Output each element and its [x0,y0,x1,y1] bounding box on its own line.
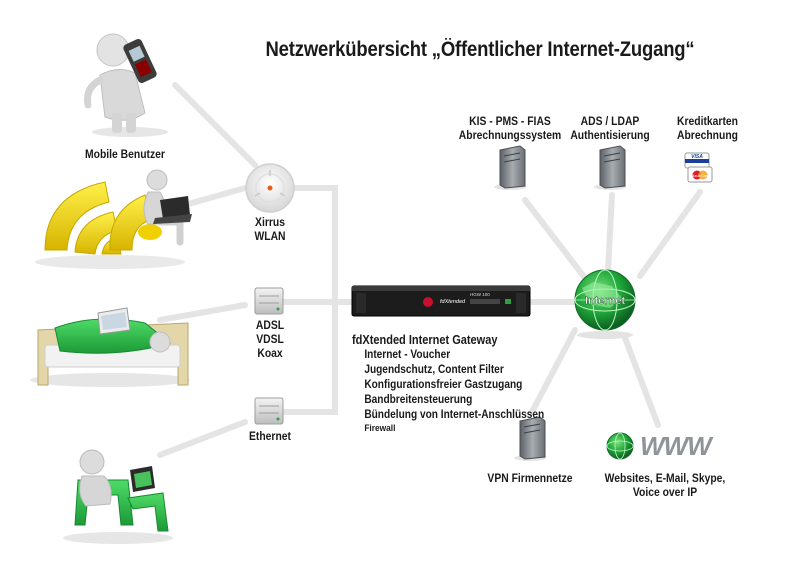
gateway-appliance-icon [351,285,531,317]
ethernet-label: Ethernet [249,431,291,443]
line-kis-to-internet [522,197,588,281]
gateway-feature: Bündelung von Internet-Anschlüssen [364,409,545,421]
wifi-laptop-user-icon [35,169,192,269]
mobile-user-icon [84,33,168,137]
ads-server-icon [594,145,626,190]
www-logo-text: WWW [640,431,714,461]
gateway-brand: fdXtended [440,299,466,305]
mobile-users-label: Mobile Benutzer [85,149,165,161]
internet-label: Internet [585,295,626,307]
desk-user-icon [63,449,173,544]
ethernet-switch-icon [254,397,284,425]
gateway-feature: Internet - Voucher [364,349,451,361]
line-ads-to-internet [605,192,615,273]
dsl-modem-icon [254,287,284,315]
connection-lines [157,82,703,458]
vpn-server-icon [514,416,546,461]
line-mobile-to-xirrus [172,82,258,168]
mastercard-logo-text: MasterCard [692,174,709,178]
visa-logo-text: VISA [691,154,703,160]
gateway-title: fdXtended Internet Gateway [352,333,498,347]
line-internet-to-vpn [529,327,578,415]
gateway-feature: Jugendschutz, Content Filter [364,364,504,376]
gateway-feature: Konfigurationsfreier Gastzugang [364,379,523,391]
line-kredit-to-internet [637,189,703,279]
line-bed-to-dsl [157,302,248,323]
page-title: Netzwerkübersicht „Öffentlicher Internet… [265,38,695,61]
vpn-label: VPN Firmennetze [487,473,573,485]
credit-card-icon [684,152,713,183]
line-user-to-ethernet [157,419,248,458]
gateway-description: fdXtended Internet Gateway Internet - Vo… [352,332,544,435]
kis-server-icon [494,145,526,190]
gateway-feature: Bandbreitensteuerung [364,394,473,406]
gateway-feature-list: Internet - Voucher Jugendschutz, Content… [352,348,544,435]
line-xirrus-to-bus [292,185,338,305]
xirrus-access-point-icon [245,163,295,213]
bed-user-icon [30,307,190,387]
line-internet-to-www [622,335,661,428]
line-laptop-to-xirrus [182,185,248,208]
gateway-model: HGW 100 [470,292,490,297]
www-logo-icon [606,432,634,460]
internet-globe-icon [574,269,636,339]
www-label: Websites, E-Mail, Skype,Voice over IP [604,473,726,499]
gateway-feature-firewall: Firewall [364,423,396,434]
line-bus-to-ethernet [282,299,338,415]
